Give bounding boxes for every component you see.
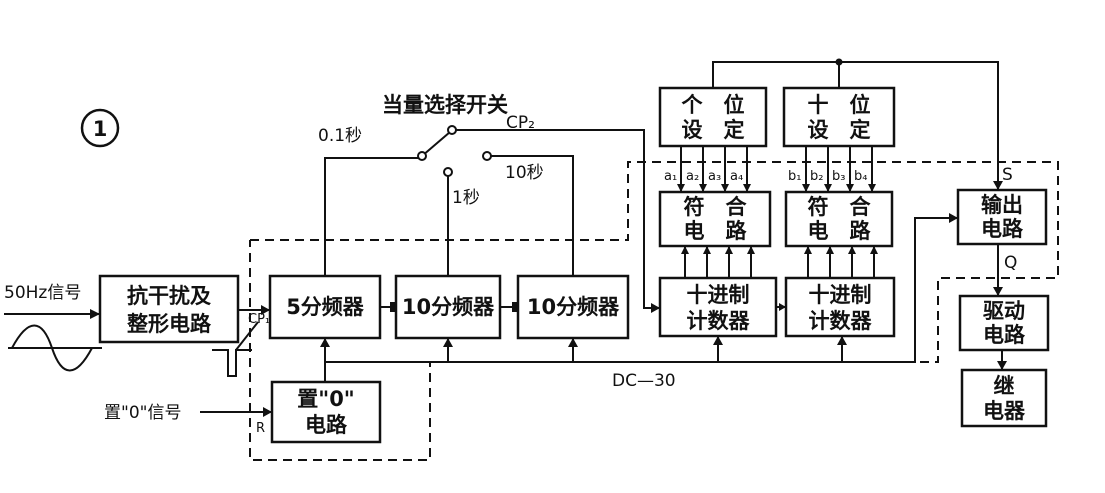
match1-line2: 电 路 bbox=[684, 219, 748, 243]
tens-match2-links bbox=[802, 146, 876, 192]
selector-opt-01s: 0.1秒 bbox=[318, 126, 362, 146]
reset-arrow-div10a bbox=[443, 338, 453, 347]
ones-line1: 个 位 bbox=[682, 93, 745, 117]
div10b-label: 10分频器 bbox=[527, 295, 620, 319]
r-label: R bbox=[256, 421, 265, 436]
shaping-line2: 整形电路 bbox=[127, 312, 212, 336]
selector-title: 当量选择开关 bbox=[382, 93, 508, 117]
switch-contact-10s bbox=[482, 151, 492, 161]
switch-blade bbox=[421, 131, 451, 157]
reset-line2: 电路 bbox=[305, 413, 348, 437]
input-arrow bbox=[90, 309, 100, 319]
match2-line2: 电 路 bbox=[808, 219, 872, 243]
counter1-line2: 计数器 bbox=[687, 309, 751, 333]
relay-block bbox=[960, 368, 1048, 428]
drive-line2: 电路 bbox=[983, 323, 1026, 347]
selector-opt-1s: 1秒 bbox=[452, 188, 480, 208]
b1-label: b₁ bbox=[788, 169, 801, 184]
output-line2: 电路 bbox=[981, 217, 1024, 241]
reset-arrow-counter1 bbox=[713, 336, 723, 345]
arrow-counter2 bbox=[779, 303, 786, 311]
drive-circuit-block bbox=[958, 294, 1050, 352]
counter1-match1-links bbox=[681, 246, 755, 278]
div5-label: 5分频器 bbox=[286, 295, 365, 319]
a4-label: a₄ bbox=[730, 169, 743, 184]
b2-label: b₂ bbox=[810, 169, 823, 184]
switch-contact-01s bbox=[417, 151, 427, 161]
pulse-pointer bbox=[235, 321, 259, 351]
q-label: Q bbox=[1004, 253, 1017, 273]
ones-line2: 设 定 bbox=[682, 118, 745, 142]
div10a-label: 10分频器 bbox=[402, 295, 495, 319]
b3-label: b₃ bbox=[832, 169, 845, 184]
tens-line2: 设 定 bbox=[808, 118, 871, 142]
arrow-div10a bbox=[390, 302, 397, 312]
a2-label: a₂ bbox=[686, 169, 699, 184]
wire-div5-switch bbox=[324, 157, 420, 276]
shaping-line1: 抗干扰及 bbox=[127, 284, 212, 308]
arrow-counter1 bbox=[651, 303, 660, 313]
counter1-line1: 十进制 bbox=[687, 283, 750, 307]
arrow-drive bbox=[993, 287, 1003, 296]
arrow-s bbox=[993, 181, 1003, 190]
module-boundary bbox=[249, 161, 1059, 461]
match2-block bbox=[784, 190, 894, 248]
b4-label: b₄ bbox=[854, 169, 867, 184]
module-label: DC—30 bbox=[612, 371, 676, 391]
reset-signal-label: 置"0"信号 bbox=[104, 403, 181, 423]
bus-junction bbox=[835, 58, 843, 66]
reset-arrow-div10b bbox=[568, 338, 578, 347]
reset-arrow-counter2 bbox=[837, 336, 847, 345]
selector-cp2: CP₂ bbox=[506, 113, 535, 133]
reset-arrow-div5 bbox=[320, 338, 330, 347]
reset-bus bbox=[325, 217, 958, 363]
output-circuit-block bbox=[956, 188, 1048, 246]
feedback-bus bbox=[712, 61, 999, 190]
match1-block bbox=[658, 190, 772, 248]
pulse-icon bbox=[212, 349, 252, 377]
s-label: S bbox=[1002, 165, 1013, 185]
counter2-line2: 计数器 bbox=[809, 309, 873, 333]
a1-label: a₁ bbox=[664, 169, 677, 184]
counter2-match2-links bbox=[804, 246, 878, 278]
tens-line1: 十 位 bbox=[808, 93, 871, 117]
selector-opt-10s: 10秒 bbox=[505, 163, 544, 183]
figure-number: 1 bbox=[93, 117, 108, 141]
ones-setting-block bbox=[658, 86, 768, 148]
switch-pivot bbox=[447, 125, 457, 135]
arrow-div5 bbox=[261, 305, 270, 315]
div5-block bbox=[268, 274, 382, 340]
arrow-relay bbox=[997, 361, 1007, 370]
counter2-line1: 十进制 bbox=[809, 283, 872, 307]
counter2-block bbox=[784, 276, 896, 338]
match1-line1: 符 合 bbox=[684, 195, 748, 219]
div10b-block bbox=[516, 274, 630, 340]
a3-label: a₃ bbox=[708, 169, 721, 184]
arrow-div10b bbox=[512, 302, 519, 312]
wire-div10b-switch bbox=[487, 155, 574, 276]
relay-line2: 电器 bbox=[983, 399, 1026, 423]
figure-number-circle bbox=[80, 108, 120, 148]
ones-match1-links bbox=[677, 146, 751, 192]
input-signal-label: 50Hz信号 bbox=[4, 283, 81, 303]
counter1-block bbox=[658, 276, 778, 338]
relay-line1: 继 bbox=[994, 374, 1015, 398]
arrow-output bbox=[949, 213, 958, 223]
drive-line1: 驱动 bbox=[983, 299, 1025, 323]
cp1-label: CP₁ bbox=[248, 312, 270, 327]
match2-line1: 符 合 bbox=[808, 195, 872, 219]
shaping-circuit-block bbox=[98, 274, 240, 344]
reset-arrow bbox=[263, 407, 272, 417]
tens-setting-block bbox=[782, 86, 896, 148]
switch-contact-1s bbox=[443, 167, 453, 177]
reset-line1: 置"0" bbox=[297, 387, 355, 411]
output-line1: 输出 bbox=[981, 193, 1023, 217]
